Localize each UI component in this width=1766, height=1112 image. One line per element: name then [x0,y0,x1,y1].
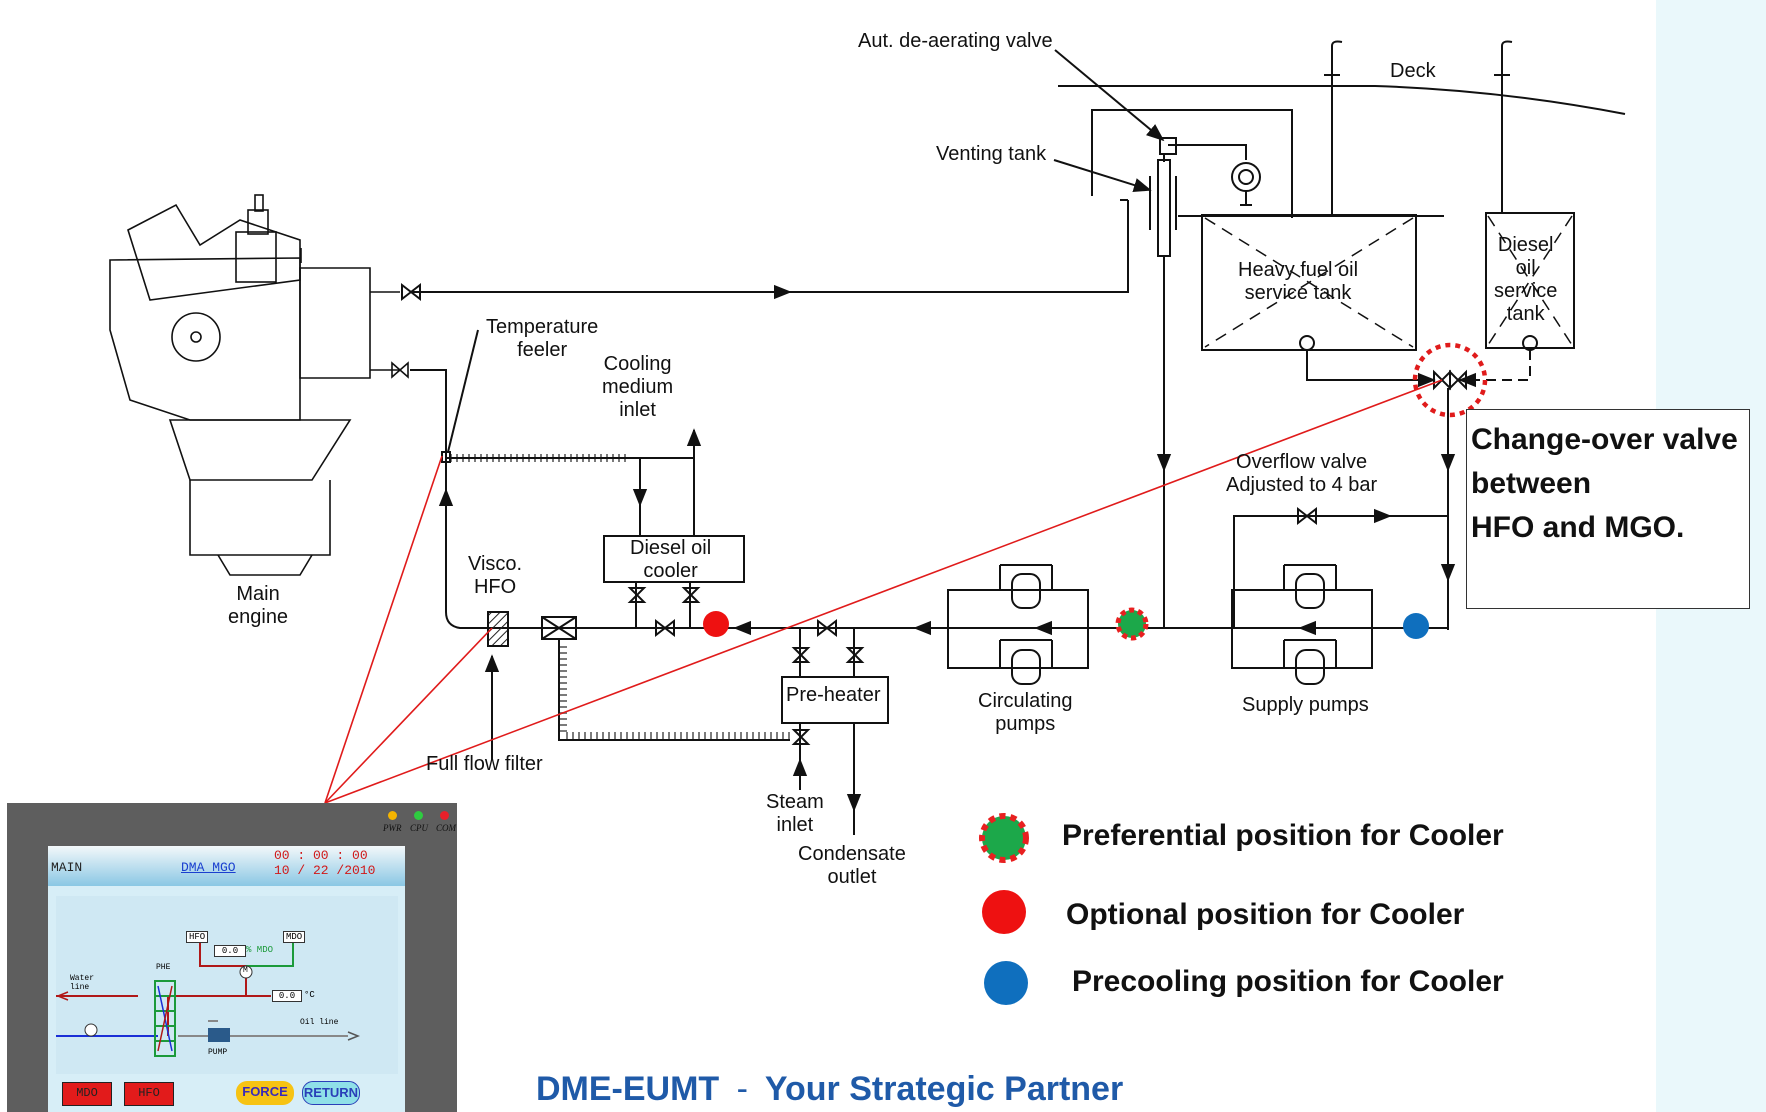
hmi-process-diagram [55,896,398,1074]
deaerating-valve-symbol [1159,137,1177,155]
level-gauge [1231,162,1261,192]
vent-pipe-do [1501,40,1513,213]
legend-marker-optional [982,890,1026,934]
change-over-valve-highlight [1412,342,1488,418]
label-condensate-outlet: Condensate outlet [798,843,906,888]
diesel-oil-cooler-box [603,535,745,583]
pre-heater-box [781,676,889,724]
hmi-mdo-button[interactable]: MDO [62,1082,112,1106]
label-full-flow-filter: Full flow filter [426,753,543,775]
label-visco-hfo: Visco. HFO [468,553,523,598]
led-cpu [414,811,423,820]
venting-frame [1091,109,1293,218]
label-venting-tank: Venting tank [936,143,1047,165]
hmi-tag-mdo: MDO [283,931,306,943]
label-supply-pumps: Supply pumps [1242,694,1369,716]
hmi-temp-unit: °C [304,990,315,1000]
led-pwr [388,811,397,820]
label-main-engine: Main engine [228,583,289,628]
hmi-screen: MAIN DMA MGO 00 : 00 : 00 10 / 22 /2010 [48,846,405,1112]
label-deck: Deck [1390,60,1436,82]
footer-separator: - [736,1070,748,1108]
label-do-service-tank: Diesel oil service tank [1494,234,1558,325]
hmi-hfo-button[interactable]: HFO [124,1082,174,1106]
preferential-cooler-marker [1115,607,1149,641]
label-overflow-valve: Overflow valve Adjusted to 4 bar [1226,451,1378,496]
hmi-return-button[interactable]: RETURN [302,1081,360,1105]
hmi-percent-value[interactable]: 0.0 [214,945,246,957]
footer-brand: DME-EUMT [536,1070,720,1108]
hmi-panel: PWR CPU COM MAIN DMA MGO 00 : 00 : 00 10… [7,803,457,1112]
legend-label-optional: Optional position for Cooler [1066,898,1465,931]
hmi-mode-link[interactable]: DMA MGO [181,860,236,875]
label-steam-inlet: Steam inlet [766,791,824,836]
label-hfo-service-tank: Heavy fuel oil service tank [1238,259,1359,304]
label-pre-heater: Pre-heater [786,684,881,706]
hmi-motor-symbol: M [243,966,248,975]
precooling-cooler-marker [1403,613,1429,639]
do-service-tank [1485,212,1575,349]
change-over-valve-callout: Change-over valve between HFO and MGO. [1466,409,1750,609]
hmi-date: 10 / 22 /2010 [274,863,376,878]
label-temperature-feeler: Temperature feeler [486,316,599,361]
hmi-percent-unit: % MDO [246,945,274,955]
hmi-water-line-label: Water line [70,974,95,992]
circulating-pumps-symbol [947,564,1089,685]
footer-brand-line: DME-EUMT - Your Strategic Partner [536,1070,1123,1109]
legend-marker-precooling [984,961,1028,1005]
led-label-cpu: CPU [410,823,428,833]
legend-label-precooling: Precooling position for Cooler [1072,965,1504,998]
led-label-pwr: PWR [383,823,402,833]
label-diesel-oil-cooler: Diesel oil cooler [630,537,712,582]
hmi-header [48,846,405,886]
hmi-temp-value[interactable]: 0.0 [272,990,302,1002]
hmi-force-button[interactable]: FORCE [236,1081,294,1105]
hmi-phe-exchanger [154,980,176,1057]
label-aut-deaerating-valve: Aut. de-aerating valve [858,30,1053,52]
hmi-phe-label: PHE [156,963,171,972]
deck-line [1058,85,1626,115]
hmi-tag-hfo: HFO [186,931,209,943]
label-cooling-medium-inlet: Cooling medium inlet [602,353,674,421]
led-label-com: COM [436,823,456,833]
vent-pipe-hfo [1331,40,1343,215]
hmi-time: 00 : 00 : 00 [274,848,368,863]
hmi-title: MAIN [51,860,83,875]
main-engine-drawing [109,194,409,576]
visco-sensor [487,611,509,647]
legend-label-preferential: Preferential position for Cooler [1062,819,1504,852]
label-circulating-pumps: Circulating pumps [978,690,1073,735]
legend-marker-preferential [979,813,1029,863]
hmi-oil-line-label: Oil line [300,1018,339,1027]
venting-tank-column [1157,159,1171,257]
hmi-pump-label: PUMP [208,1048,228,1057]
led-com [440,811,449,820]
supply-pumps-symbol [1231,564,1373,685]
optional-cooler-marker [703,611,729,637]
footer-tagline: Your Strategic Partner [764,1070,1124,1108]
